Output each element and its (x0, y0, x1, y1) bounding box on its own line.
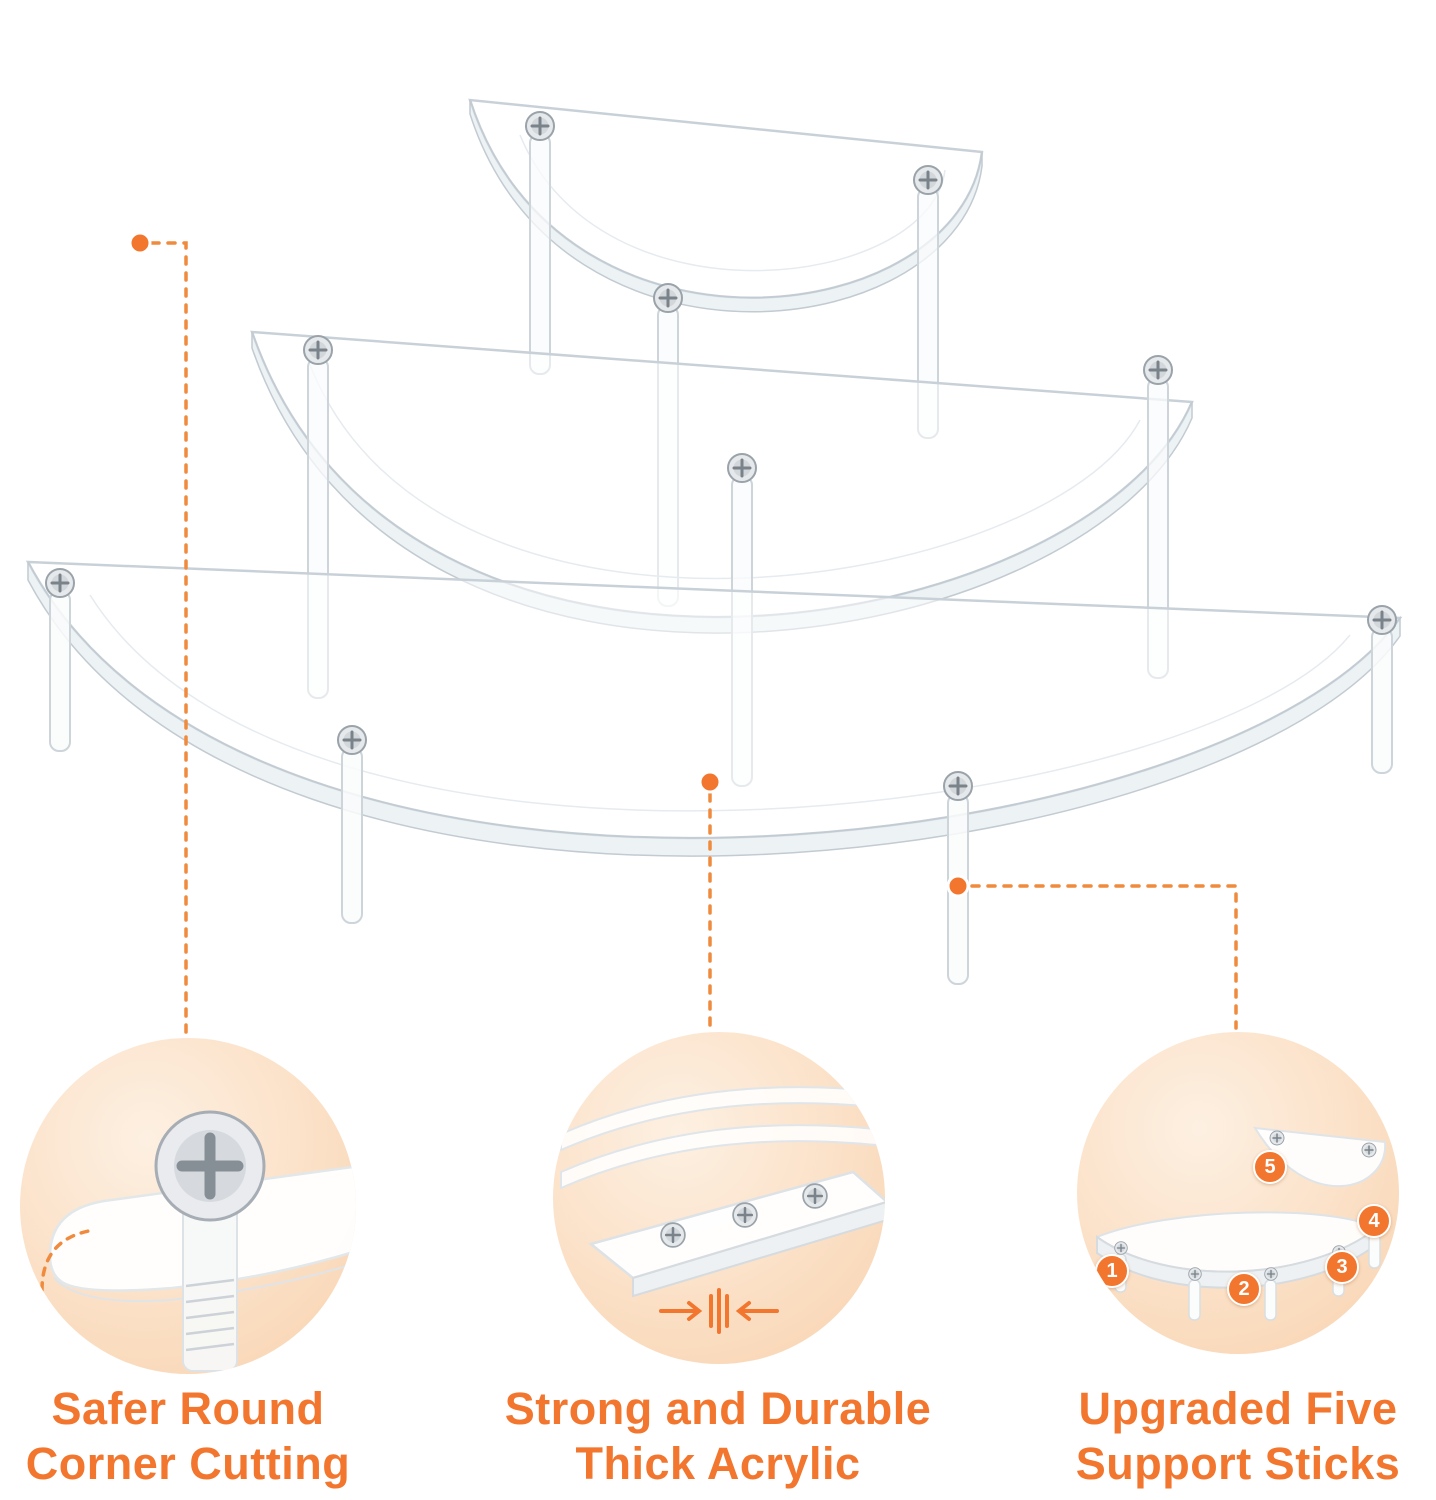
feature-caption-thick-acrylic: Strong and Durable Thick Acrylic (438, 1382, 998, 1492)
tier-bottom (25, 560, 1403, 857)
compress-icon (659, 1288, 779, 1334)
callout-dot-3 (946, 874, 970, 898)
callout-line-1 (150, 241, 188, 1036)
feature-circle-round-corner (20, 1038, 356, 1374)
feature-caption-round-corner: Safer Round Corner Cutting (0, 1382, 398, 1492)
tier-bottom-legs (44, 567, 1398, 985)
callout-dots (128, 231, 970, 898)
caption-line: Corner Cutting (25, 1437, 351, 1489)
callout-line-3 (970, 884, 1238, 1030)
callout-dot-2 (698, 770, 722, 794)
feature-circle-support-sticks: 1 2 3 4 5 (1077, 1032, 1399, 1354)
support-stick-badge: 2 (1227, 1272, 1261, 1306)
callout-lines (150, 241, 1238, 1036)
feature-caption-support-sticks: Upgraded Five Support Sticks (998, 1382, 1436, 1492)
support-stick-badge: 4 (1357, 1204, 1391, 1238)
caption-line: Upgraded Five (1078, 1383, 1398, 1434)
caption-line: Strong and Durable (504, 1383, 932, 1434)
support-stick-badge: 1 (1095, 1254, 1129, 1288)
acrylic-sheets-illustration (560, 1086, 885, 1334)
support-stick-badge: 3 (1325, 1250, 1359, 1284)
screw-icon (154, 1110, 266, 1222)
corner-screw-illustration (40, 1110, 356, 1372)
five-sticks-illustration (1094, 1126, 1387, 1321)
feature-circle-thick-acrylic (553, 1032, 885, 1364)
callout-dot-1 (128, 231, 152, 255)
support-stick-badge: 5 (1253, 1150, 1287, 1184)
round-corner-arc (40, 1228, 96, 1292)
caption-line: Thick Acrylic (575, 1437, 861, 1489)
caption-line: Support Sticks (1075, 1437, 1401, 1489)
caption-line: Safer Round (51, 1383, 325, 1434)
